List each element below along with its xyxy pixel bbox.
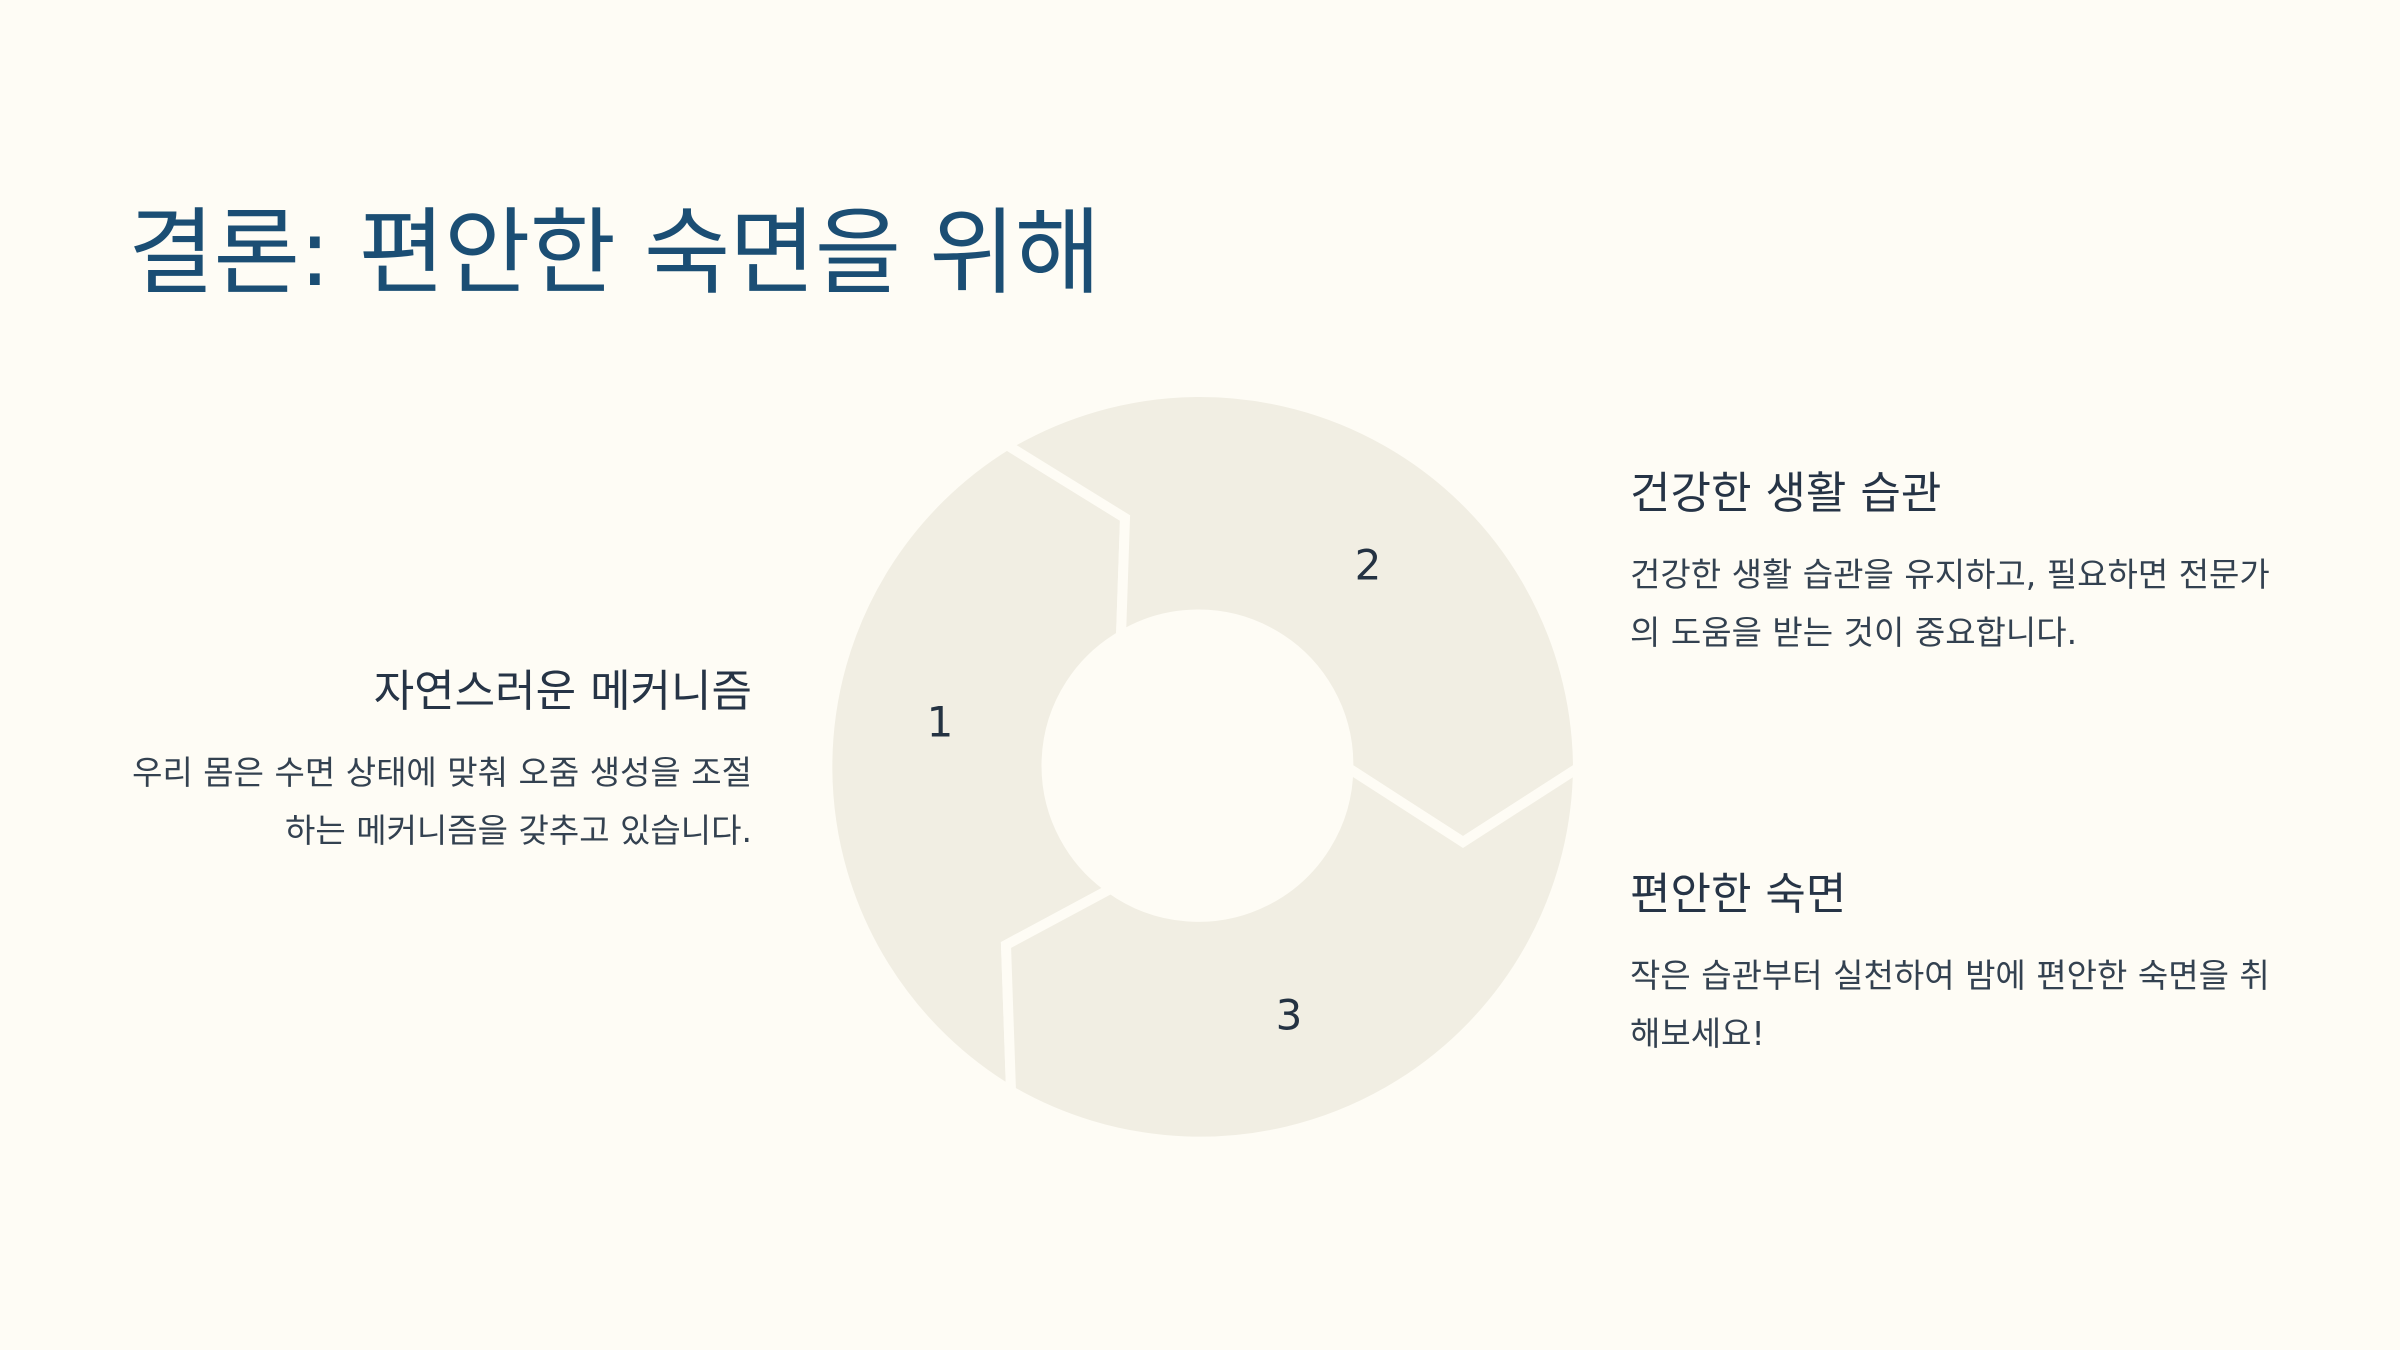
cycle-step-number-1: 1	[927, 698, 954, 747]
natural-mechanism-heading: 자연스러운 메커니즘	[373, 666, 752, 717]
healthy-lifestyle-section: 건강한 생활 습관 건강한 생활 습관을 유지하고, 필요하면 전문가의 도움을…	[1630, 466, 2280, 662]
comfortable-sleep-description: 작은 습관부터 실천하여 밤에 편안한 숙면을 취해보세요!	[1630, 956, 2270, 1053]
cycle-segment-1	[822, 439, 1131, 1101]
natural-mechanism-section: 자연스러운 메커니즘 우리 몸은 수면 상태에 맞춰 오줌 생성을 조절하는 메…	[130, 664, 752, 860]
slide-title: 결론: 편안한 숙면을 위해	[128, 199, 1101, 308]
natural-mechanism-description: 우리 몸은 수면 상태에 맞춰 오줌 생성을 조절하는 메커니즘을 갖추고 있습…	[132, 753, 752, 850]
comfortable-sleep-heading: 편안한 숙면	[1630, 869, 1847, 920]
healthy-lifestyle-heading: 건강한 생활 습관	[1630, 468, 1942, 519]
cycle-segment-2	[997, 390, 1578, 848]
three-step-cycle-diagram: 1 2 3	[822, 390, 1578, 1146]
cycle-step-number-3: 3	[1276, 991, 1303, 1040]
cycle-segment-3	[1000, 758, 1578, 1146]
healthy-lifestyle-description: 건강한 생활 습관을 유지하고, 필요하면 전문가의 도움을 받는 것이 중요합…	[1630, 555, 2270, 652]
comfortable-sleep-section: 편안한 숙면 작은 습관부터 실천하여 밤에 편안한 숙면을 취해보세요!	[1630, 867, 2280, 1063]
cycle-step-number-2: 2	[1355, 541, 1382, 590]
